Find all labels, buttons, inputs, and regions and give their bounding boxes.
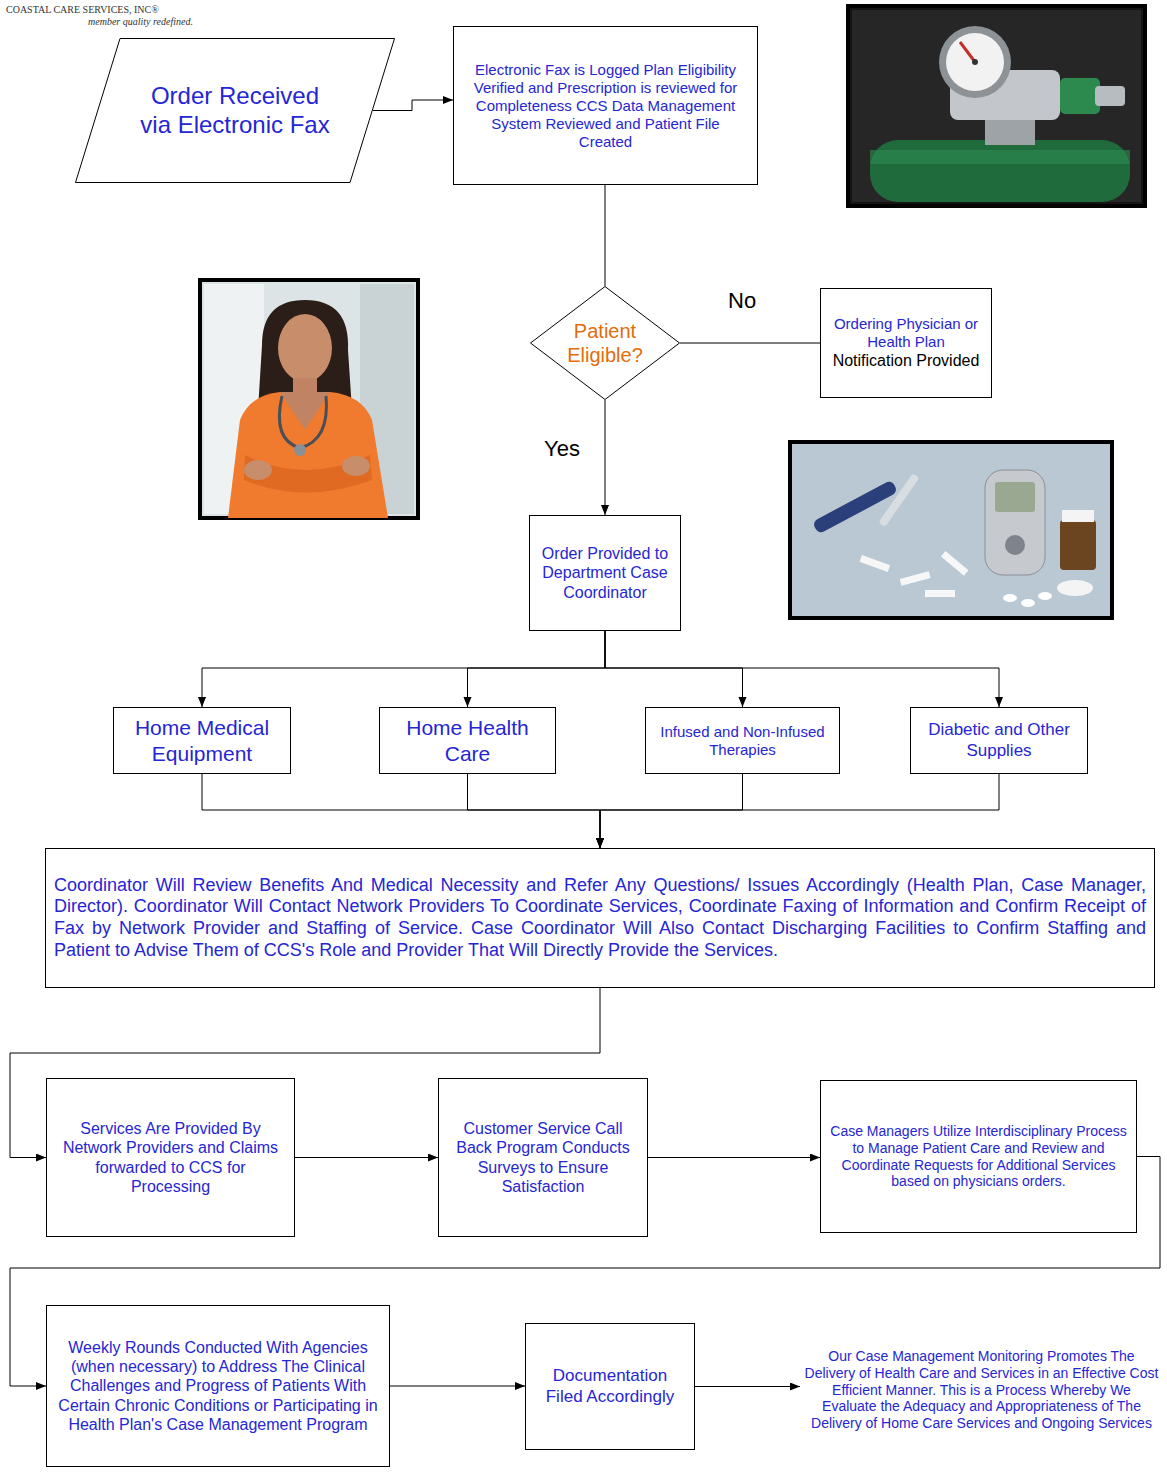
connector xyxy=(373,100,453,111)
connector xyxy=(390,1386,525,1387)
connector xyxy=(468,774,601,848)
node-text-group: Weekly Rounds Conducted With Agencies (w… xyxy=(55,1338,381,1434)
process-box: Documentation Filed Accordingly xyxy=(525,1323,695,1450)
node-text-group: Electronic Fax is Logged Plan Eligibilit… xyxy=(464,61,747,151)
connector xyxy=(600,774,743,848)
connector xyxy=(295,1157,438,1158)
connector xyxy=(648,1157,820,1158)
connector xyxy=(605,631,999,707)
node-text-group: Infused and Non-Infused Therapies xyxy=(654,723,831,759)
node-text-group: Customer Service Call Back Program Condu… xyxy=(449,1119,637,1196)
node-text: Services Are Provided By Network Provide… xyxy=(57,1119,284,1196)
process-box: Home Medical Equipment xyxy=(113,707,291,774)
node-text: Case Managers Utilize Interdisciplinary … xyxy=(829,1123,1128,1190)
nurse-photo xyxy=(200,280,418,518)
node-text-group: Case Managers Utilize Interdisciplinary … xyxy=(829,1123,1128,1190)
connector xyxy=(202,774,600,848)
connector xyxy=(695,1386,800,1387)
node-text-group: Coordinator Will Review Benefits And Med… xyxy=(54,875,1146,961)
process-box: Order Provided to Department Case Coordi… xyxy=(529,515,681,631)
node-text-group: Order Provided to Department Case Coordi… xyxy=(538,544,672,602)
process-box: Coordinator Will Review Benefits And Med… xyxy=(45,848,1155,988)
diamond-outline xyxy=(530,286,680,400)
outline xyxy=(76,39,395,183)
input-parallelogram: Order Received via Electronic Fax xyxy=(75,38,395,183)
edge-label: Yes xyxy=(542,436,582,462)
node-text: Our Case Management Monitoring Promotes … xyxy=(804,1348,1159,1432)
process-box: Infused and Non-Infused Therapies xyxy=(645,707,840,774)
process-box: Ordering Physician or Health PlanNotific… xyxy=(820,288,992,398)
decision-diamond: Patient Eligible? xyxy=(530,286,680,400)
outline xyxy=(531,287,680,400)
node-text: Order Received via Electronic Fax xyxy=(137,82,333,140)
node-text-group: Home Health Care xyxy=(388,715,547,765)
oxygen-photo xyxy=(848,6,1145,206)
connector xyxy=(605,185,606,286)
node-text-group: Documentation Filed Accordingly xyxy=(534,1366,686,1407)
node-text: Order Provided to Department Case Coordi… xyxy=(538,544,672,602)
note-text: Our Case Management Monitoring Promotes … xyxy=(800,1322,1163,1458)
company-logo: COASTAL CARE SERVICES, INC® xyxy=(6,4,159,15)
connector xyxy=(605,400,606,515)
process-box: Customer Service Call Back Program Condu… xyxy=(438,1078,648,1237)
edge-label: No xyxy=(726,288,758,314)
node-text-group: Patient Eligible? xyxy=(558,319,652,367)
node-text: Customer Service Call Back Program Condu… xyxy=(449,1119,637,1196)
node-text: Ordering Physician or Health Plan xyxy=(829,315,983,351)
process-box: Services Are Provided By Network Provide… xyxy=(46,1078,295,1237)
node-text: Home Medical Equipment xyxy=(122,715,282,765)
connector xyxy=(680,343,820,344)
node-text: Electronic Fax is Logged Plan Eligibilit… xyxy=(464,61,747,151)
process-box: Diabetic and Other Supplies xyxy=(910,707,1088,774)
node-text: Diabetic and Other Supplies xyxy=(919,720,1079,761)
node-text: Patient Eligible? xyxy=(558,319,652,367)
process-box: Home Health Care xyxy=(379,707,556,774)
connector xyxy=(468,631,606,707)
node-text: Coordinator Will Review Benefits And Med… xyxy=(54,875,1146,961)
node-text: Infused and Non-Infused Therapies xyxy=(654,723,831,759)
connector xyxy=(600,774,999,848)
connector xyxy=(605,631,743,707)
process-box: Weekly Rounds Conducted With Agencies (w… xyxy=(46,1305,390,1467)
node-text: Weekly Rounds Conducted With Agencies (w… xyxy=(55,1338,381,1434)
process-box: Case Managers Utilize Interdisciplinary … xyxy=(820,1080,1137,1233)
node-text-group: Ordering Physician or Health PlanNotific… xyxy=(829,315,983,370)
node-text: Documentation Filed Accordingly xyxy=(534,1366,686,1407)
node-text-group: Home Medical Equipment xyxy=(122,715,282,765)
connector xyxy=(202,631,605,707)
node-text: Notification Provided xyxy=(829,351,983,370)
node-text-group: Our Case Management Monitoring Promotes … xyxy=(804,1348,1159,1432)
company-tagline: member quality redefined. xyxy=(88,16,193,27)
node-text-group: Diabetic and Other Supplies xyxy=(919,720,1079,761)
node-text: Home Health Care xyxy=(388,715,547,765)
diabetic-supplies-photo xyxy=(790,442,1112,618)
process-box: Electronic Fax is Logged Plan Eligibilit… xyxy=(453,26,758,185)
node-text-group: Order Received via Electronic Fax xyxy=(137,82,333,140)
node-text-group: Services Are Provided By Network Provide… xyxy=(57,1119,284,1196)
